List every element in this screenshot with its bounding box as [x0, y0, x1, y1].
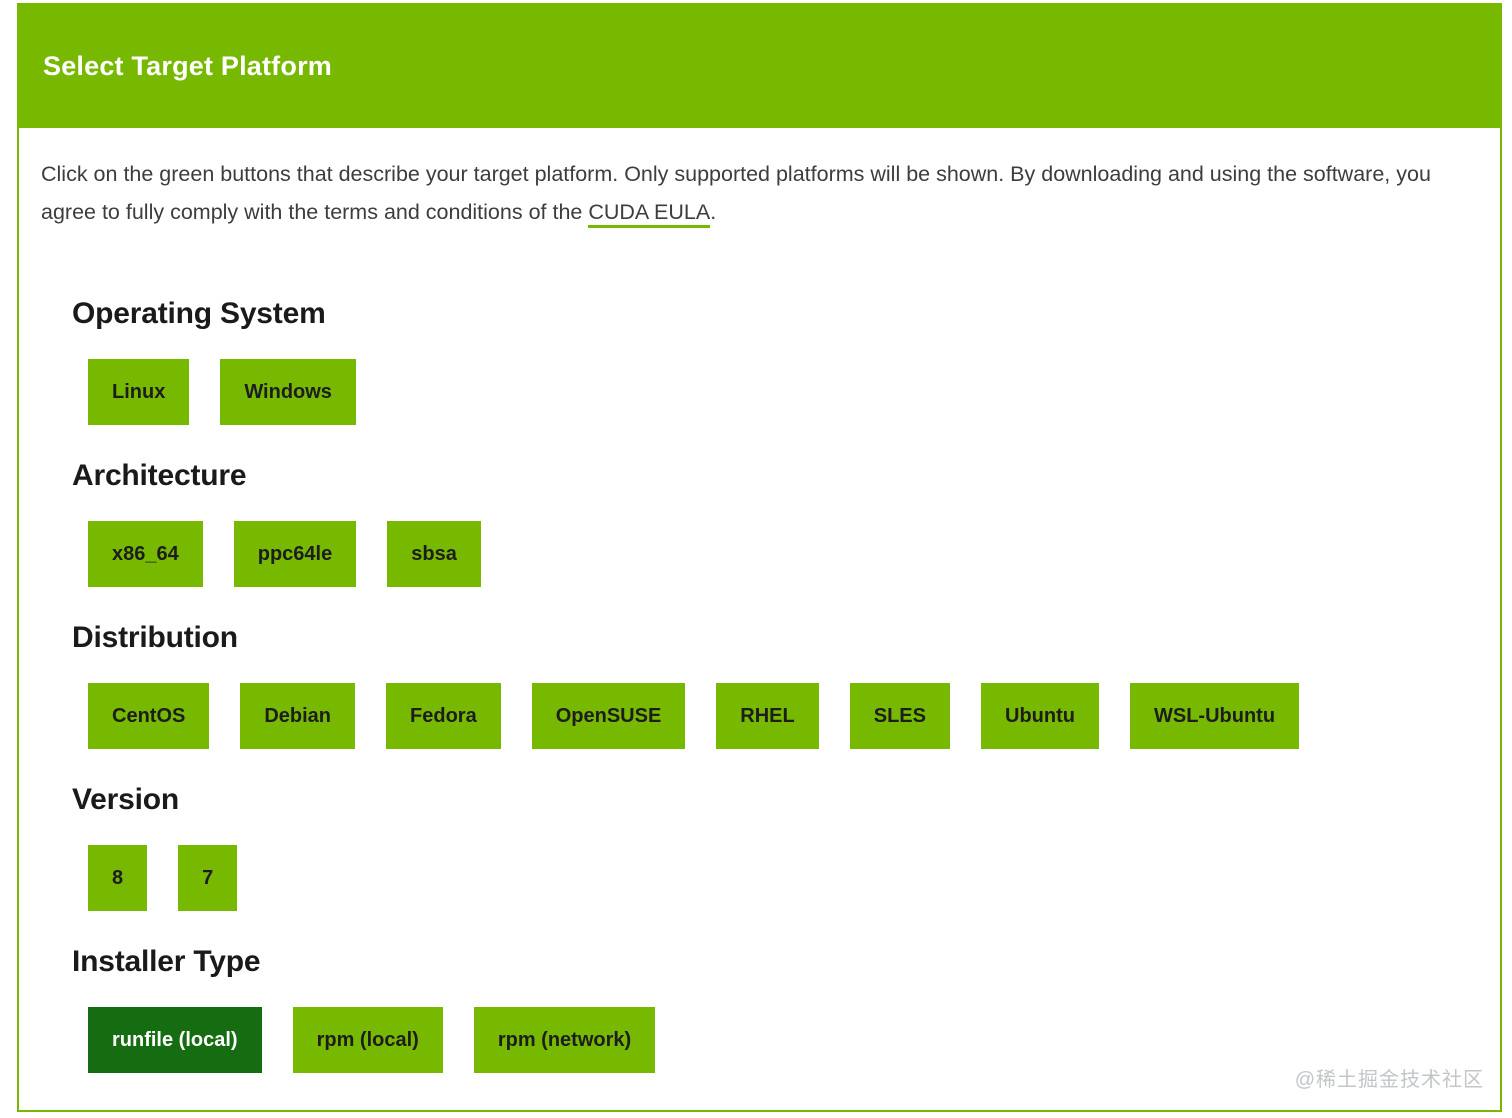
option-7[interactable]: 7: [178, 845, 238, 911]
panel-header: Select Target Platform: [19, 5, 1500, 128]
section-installer-type: Installer Type runfile (local) rpm (local…: [72, 945, 1478, 1073]
option-ppc64le[interactable]: ppc64le: [233, 521, 357, 587]
option-row-distribution: CentOS Debian Fedora OpenSUSE RHEL SLES Ubuntu…: [88, 683, 1478, 749]
section-title-architecture: Architecture: [72, 459, 247, 492]
option-ubuntu[interactable]: Ubuntu: [981, 683, 1099, 749]
select-target-platform-panel: Select Target Platform Click on the gree…: [17, 3, 1502, 1112]
cuda-eula-link[interactable]: CUDA EULA: [588, 200, 711, 228]
option-runfile-local[interactable]: runfile (local): [88, 1007, 262, 1073]
option-row-architecture: x86_64 ppc64le sbsa: [88, 521, 1478, 587]
platform-sections: Operating System Linux Windows Architectu…: [72, 297, 1478, 1073]
option-row-installer-type: runfile (local) rpm (local) rpm (network): [88, 1007, 1478, 1073]
option-fedora[interactable]: Fedora: [386, 683, 501, 749]
description-text-after-link: .: [710, 200, 717, 224]
option-sles[interactable]: SLES: [849, 683, 950, 749]
section-operating-system: Operating System Linux Windows: [72, 297, 1478, 425]
section-title-installer-type: Installer Type: [72, 945, 261, 978]
option-debian[interactable]: Debian: [240, 683, 356, 749]
section-title-version: Version: [72, 783, 179, 816]
option-wsl-ubuntu[interactable]: WSL-Ubuntu: [1129, 683, 1300, 749]
option-rhel[interactable]: RHEL: [716, 683, 819, 749]
section-title-distribution: Distribution: [72, 621, 238, 654]
option-row-operating-system: Linux Windows: [88, 359, 1478, 425]
section-title-operating-system: Operating System: [72, 297, 326, 330]
option-8[interactable]: 8: [88, 845, 148, 911]
option-centos[interactable]: CentOS: [88, 683, 210, 749]
panel-body: Click on the green buttons that describe…: [19, 128, 1500, 1097]
description: Click on the green buttons that describe…: [41, 155, 1466, 231]
section-architecture: Architecture x86_64 ppc64le sbsa: [72, 459, 1478, 587]
option-opensuse[interactable]: OpenSUSE: [531, 683, 686, 749]
section-distribution: Distribution CentOS Debian Fedora OpenSUSE R…: [72, 621, 1478, 749]
description-text-before-link: Click on the green buttons that describe…: [41, 162, 1431, 224]
option-linux[interactable]: Linux: [88, 359, 190, 425]
option-x86-64[interactable]: x86_64: [88, 521, 203, 587]
option-sbsa[interactable]: sbsa: [387, 521, 481, 587]
panel-title: Select Target Platform: [43, 51, 332, 81]
option-rpm-local[interactable]: rpm (local): [292, 1007, 443, 1073]
option-rpm-network[interactable]: rpm (network): [473, 1007, 656, 1073]
watermark: @稀土掘金技术社区: [1294, 1069, 1484, 1091]
option-windows[interactable]: Windows: [220, 359, 356, 425]
